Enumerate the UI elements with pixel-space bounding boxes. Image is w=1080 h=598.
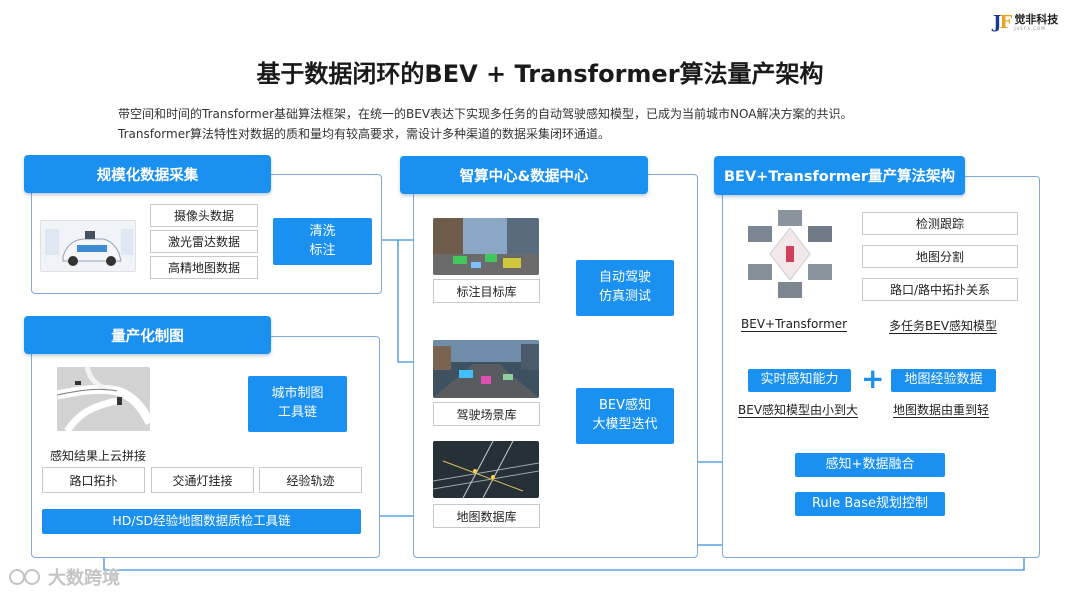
watermark: 大数跨境: [8, 564, 120, 590]
source-camera: 摄像头数据: [150, 204, 258, 227]
clean-label-line-1: 清洗: [309, 223, 336, 239]
task-map-segment: 地图分割: [862, 245, 1018, 268]
task-detect-track: 检测跟踪: [862, 212, 1018, 235]
cloud-stitch-image: [57, 367, 150, 431]
collection-header: 规模化数据采集: [24, 155, 271, 193]
label-map-database: 地图数据库: [433, 504, 540, 528]
page-title: 基于数据闭环的BEV + Transformer算法量产架构: [256, 60, 824, 88]
plus-sign: +: [861, 362, 885, 395]
item-traffic-light: 交通灯挂接: [151, 467, 254, 493]
city-toolchain-box: 城市制图 工具链: [248, 376, 347, 432]
city-toolchain-line-1: 城市制图: [271, 386, 324, 402]
bev-iter-line-1: BEV感知: [598, 398, 652, 414]
sim-test-line-1: 自动驾驶: [598, 270, 651, 286]
compute-header: 智算中心&数据中心: [400, 156, 648, 194]
brand-domain: JUEFX.COM: [1014, 26, 1046, 31]
annotation-image: [433, 218, 539, 275]
scene-image: [433, 340, 539, 398]
intro-line-1: 带空间和时间的Transformer基础算法框架，在统一的BEV表达下实现多任务…: [118, 107, 853, 121]
watermark-text: 大数跨境: [48, 568, 120, 589]
brand-name: 觉非科技: [1014, 13, 1059, 26]
multitask-caption: 多任务BEV感知模型: [889, 319, 998, 333]
label-target-library: 标注目标库: [433, 279, 540, 303]
clean-label-line-2: 标注: [309, 242, 336, 258]
item-experience-trajectory: 经验轨迹: [259, 467, 362, 493]
label-scene-library: 驾驶场景库: [433, 402, 540, 426]
cloud-stitch-caption: 感知结果上云拼接: [50, 449, 147, 463]
bev-iter-box: BEV感知 大模型迭代: [576, 388, 674, 444]
bev-iter-line-2: 大模型迭代: [592, 417, 658, 432]
item-intersection-topology: 路口拓扑: [42, 467, 145, 493]
intro-line-2: Transformer算法特性对数据的质和量均有较高要求，需设计多种渠道的数据采…: [118, 127, 611, 141]
brand-mark: JF: [993, 12, 1012, 33]
clean-label-box: 清洗 标注: [273, 218, 372, 265]
mapping-header: 量产化制图: [24, 316, 271, 354]
bev-header: BEV+Transformer量产算法架构: [714, 156, 965, 195]
map-database-image: [433, 441, 539, 498]
source-lidar: 激光雷达数据: [150, 230, 258, 253]
map-experience-box: 地图经验数据: [891, 369, 996, 392]
survey-car-image: [40, 220, 136, 272]
map-heavy-to-light: 地图数据由重到轻: [893, 403, 990, 417]
model-small-to-large: BEV感知模型由小到大: [738, 403, 859, 417]
brand-logo: JF 觉非科技 JUEFX.COM: [993, 12, 1058, 33]
realtime-perception-box: 实时感知能力: [748, 369, 851, 392]
bev-transformer-caption: BEV+Transformer: [741, 317, 848, 331]
city-toolchain-line-2: 工具链: [277, 405, 317, 420]
source-hdmap: 高精地图数据: [150, 256, 258, 279]
planning-box: Rule Base规划控制: [795, 492, 945, 516]
qc-toolchain-bar: HD/SD经验地图数据质检工具链: [42, 509, 361, 534]
fusion-box: 感知+数据融合: [795, 453, 945, 477]
task-topology: 路口/路中拓扑关系: [862, 278, 1018, 301]
sim-test-box: 自动驾驶 仿真测试: [576, 260, 674, 316]
bev-transformer-image: [744, 208, 836, 300]
watermark-logo-icon: [9, 569, 40, 585]
sim-test-line-2: 仿真测试: [598, 289, 651, 304]
